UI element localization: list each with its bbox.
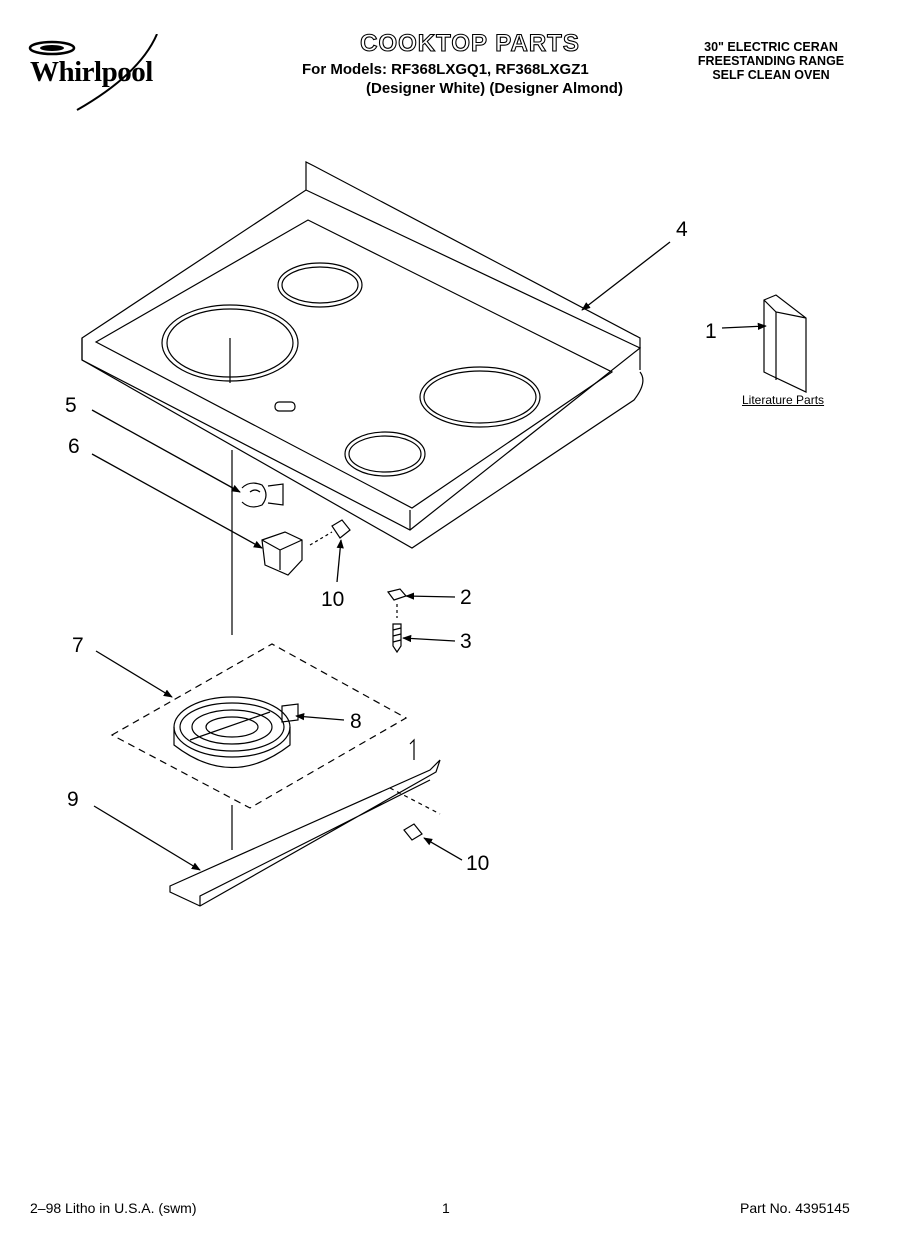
spec-line-2: FREESTANDING RANGE xyxy=(697,54,845,68)
leader-7 xyxy=(95,650,173,698)
logo-swirl-icon xyxy=(28,34,158,111)
callout-7: 7 xyxy=(72,634,84,657)
screw-part-10-upper xyxy=(309,519,351,546)
brand-wordmark: Whirlpool xyxy=(30,56,153,88)
leader-5 xyxy=(91,409,241,493)
leader-1 xyxy=(721,322,767,331)
element-assembly-box xyxy=(110,643,408,809)
footer-litho: 2–98 Litho in U.S.A. (swm) xyxy=(30,1200,197,1216)
leader-4 xyxy=(581,241,671,311)
whirlpool-logo: Whirlpool xyxy=(22,34,182,114)
footer-part-number: Part No. 4395145 xyxy=(740,1200,850,1216)
leader-9 xyxy=(93,805,201,871)
cooktop-glass-panel xyxy=(81,161,644,549)
callout-10-lower: 10 xyxy=(466,852,490,875)
footer-page-number: 1 xyxy=(442,1200,450,1216)
callout-6: 6 xyxy=(68,435,80,458)
leader-10-upper xyxy=(336,539,344,583)
product-spec: 30" ELECTRIC CERAN FREESTANDING RANGE SE… xyxy=(666,40,876,82)
callout-1: 1 xyxy=(705,320,717,343)
bracket-part-6 xyxy=(261,531,303,576)
callout-4: 4 xyxy=(676,218,688,241)
callout-9: 9 xyxy=(67,788,79,811)
page-title: COOKTOP PARTS xyxy=(360,29,580,57)
spec-line-3: SELF CLEAN OVEN xyxy=(712,68,830,82)
washer-part-2 xyxy=(386,588,408,601)
leader-3 xyxy=(402,634,456,643)
literature-parts-label: Literature Parts xyxy=(742,393,825,407)
leader-6 xyxy=(91,453,263,549)
callout-10-upper: 10 xyxy=(321,588,345,611)
callout-2: 2 xyxy=(460,586,472,609)
leader-8 xyxy=(295,713,345,721)
spec-line-1: 30" ELECTRIC CERAN xyxy=(704,40,838,54)
screw-part-10-lower xyxy=(403,823,423,841)
callout-3: 3 xyxy=(460,630,472,653)
leader-2 xyxy=(405,592,456,600)
model-numbers: For Models: RF368LXGQ1, RF368LXGZ1 (Desi… xyxy=(302,60,623,98)
leader-10-lower xyxy=(423,837,463,861)
clip-part-5 xyxy=(241,482,284,508)
models-line: For Models: RF368LXGQ1, RF368LXGZ1 xyxy=(302,61,589,78)
radiant-element-part-8 xyxy=(173,696,299,769)
callout-5: 5 xyxy=(65,394,77,417)
callout-8: 8 xyxy=(350,710,362,733)
support-bar-part-9 xyxy=(169,738,441,907)
models-variants: (Designer White) (Designer Almond) xyxy=(366,80,623,97)
screw-part-3 xyxy=(392,623,402,654)
literature-booklet xyxy=(763,294,807,393)
cooktop-burner-rings xyxy=(161,262,541,477)
